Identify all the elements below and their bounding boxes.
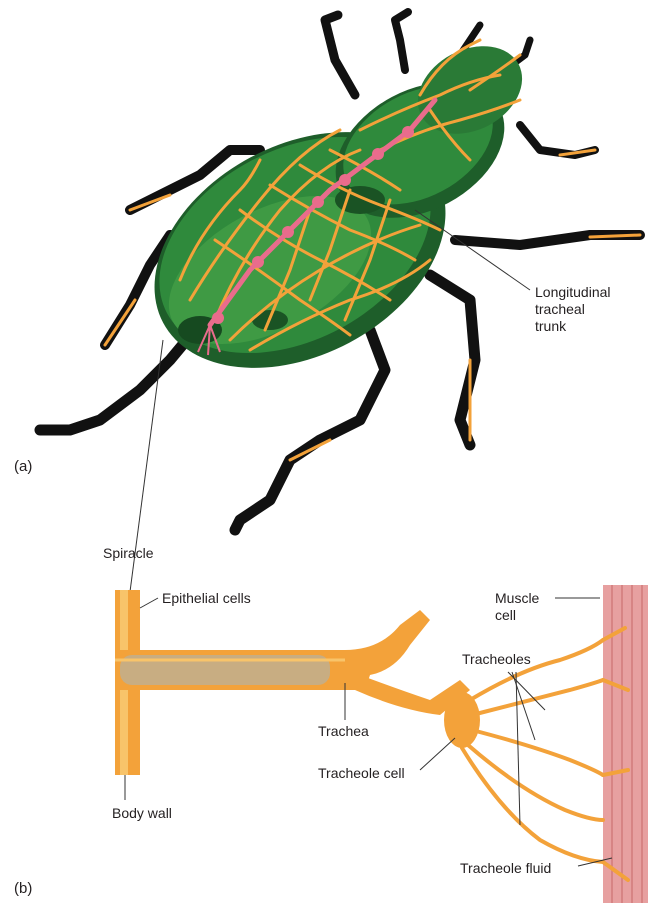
- tracheal-diagram: [115, 585, 648, 903]
- epithelial-cells-label: Epithelial cells: [162, 590, 251, 606]
- tracheoles-label: Tracheoles: [462, 651, 531, 667]
- panel-label-a: (a): [14, 458, 32, 475]
- muscle-cell: [603, 585, 648, 903]
- trachea-label: Trachea: [318, 723, 369, 739]
- tracheole-cell-label: Tracheole cell: [318, 765, 405, 781]
- body-wall-label: Body wall: [112, 805, 172, 821]
- muscle-cell-label-line1: Muscle: [495, 590, 539, 606]
- spiracle-label: Spiracle: [103, 545, 154, 561]
- beetle-illustration: [40, 12, 640, 668]
- longitudinal-label-line1: Longitudinal: [535, 284, 611, 300]
- tracheole-cell-body: [444, 692, 480, 748]
- trachea-tube: [115, 610, 470, 715]
- tracheole-fluid-label: Tracheole fluid: [460, 860, 551, 876]
- panel-label-b: (b): [14, 880, 32, 897]
- muscle-cell-label-line2: cell: [495, 607, 516, 623]
- longitudinal-label-line2: tracheal: [535, 301, 585, 317]
- longitudinal-label-line3: trunk: [535, 318, 566, 334]
